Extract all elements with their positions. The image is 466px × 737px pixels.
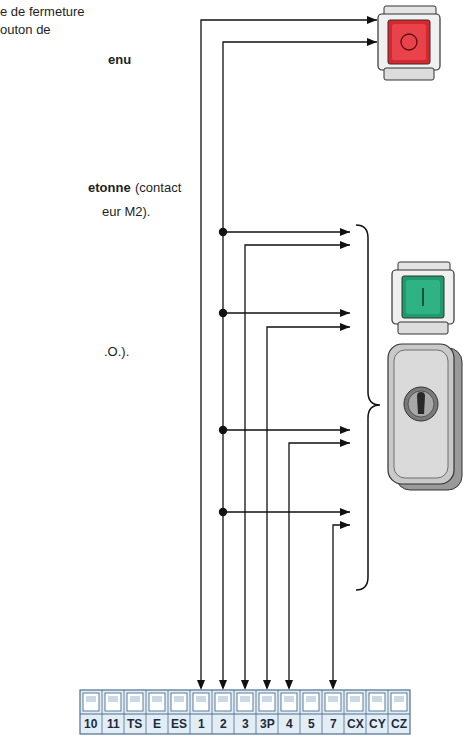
terminal-screw bbox=[105, 693, 121, 711]
terminal-screw-face bbox=[394, 696, 404, 702]
wires bbox=[201, 20, 377, 688]
terminal-screw bbox=[347, 693, 363, 711]
terminal-screw bbox=[83, 693, 99, 711]
terminal-label: CY bbox=[369, 717, 386, 731]
start-button bbox=[392, 262, 454, 334]
terminal-separator bbox=[278, 690, 279, 734]
note-text: eur M2). bbox=[102, 204, 150, 220]
wire bbox=[223, 429, 350, 430]
terminal-block bbox=[80, 690, 410, 734]
wire bbox=[245, 245, 350, 688]
terminal-screw-face bbox=[240, 696, 250, 702]
terminal-label: 7 bbox=[330, 717, 337, 731]
wire bbox=[223, 42, 377, 688]
terminal-screw bbox=[391, 693, 407, 711]
terminal-label: 2 bbox=[220, 717, 227, 731]
terminal-separator bbox=[124, 690, 125, 734]
terminal-separator bbox=[212, 690, 213, 734]
terminal-separator bbox=[300, 690, 301, 734]
terminal-label: 3 bbox=[242, 717, 249, 731]
terminal-separator bbox=[146, 690, 147, 734]
terminal-screw bbox=[237, 693, 253, 711]
terminal-screw bbox=[281, 693, 297, 711]
key-selector bbox=[388, 344, 462, 490]
terminal-screw-face bbox=[284, 696, 294, 702]
terminal-label: 5 bbox=[308, 717, 315, 731]
terminal-screw-face bbox=[306, 696, 316, 702]
terminal-screw-face bbox=[130, 696, 140, 702]
wire bbox=[201, 20, 377, 688]
terminal-screw bbox=[369, 693, 385, 711]
terminal-screw-face bbox=[174, 696, 184, 702]
terminal-screw bbox=[149, 693, 165, 711]
terminal-label: 10 bbox=[84, 717, 97, 731]
terminal-screw-face bbox=[196, 696, 206, 702]
wire bbox=[267, 327, 350, 688]
terminal-screw-face bbox=[350, 696, 360, 702]
terminal-label: ES bbox=[171, 717, 187, 731]
terminal-screw bbox=[325, 693, 341, 711]
terminal-label: 3P bbox=[260, 717, 275, 731]
terminal-label: TS bbox=[127, 717, 142, 731]
terminal-label: CX bbox=[347, 717, 364, 731]
terminal-screw-face bbox=[86, 696, 96, 702]
terminal-screw-face bbox=[218, 696, 228, 702]
stop-button bbox=[378, 6, 440, 80]
note-text: (contact bbox=[135, 180, 181, 196]
terminal-screw bbox=[193, 693, 209, 711]
terminal-separator bbox=[102, 690, 103, 734]
terminal-separator bbox=[190, 690, 191, 734]
terminal-separator bbox=[366, 690, 367, 734]
terminal-body bbox=[80, 690, 410, 734]
note-text: outon de bbox=[0, 22, 51, 38]
terminal-screw bbox=[127, 693, 143, 711]
terminal-screw-face bbox=[262, 696, 272, 702]
wire bbox=[223, 511, 350, 512]
terminal-screw-face bbox=[328, 696, 338, 702]
terminal-label: E bbox=[153, 717, 161, 731]
terminal-screw-face bbox=[152, 696, 162, 702]
terminal-screw bbox=[303, 693, 319, 711]
terminal-label: CZ bbox=[391, 717, 407, 731]
junction-dots bbox=[219, 228, 227, 516]
terminal-label: 4 bbox=[286, 717, 293, 731]
note-text: e de fermeture bbox=[0, 4, 85, 20]
terminal-screw bbox=[215, 693, 231, 711]
wire bbox=[223, 312, 350, 313]
terminal-separator bbox=[322, 690, 323, 734]
terminal-screw-face bbox=[372, 696, 382, 702]
brace bbox=[356, 225, 380, 590]
terminal-screw-face bbox=[108, 696, 118, 702]
terminal-separator bbox=[388, 690, 389, 734]
terminal-separator bbox=[256, 690, 257, 734]
terminal-separator bbox=[234, 690, 235, 734]
terminal-screw bbox=[259, 693, 275, 711]
terminal-label: 11 bbox=[107, 717, 120, 731]
wire bbox=[333, 525, 350, 688]
note-text: etonne bbox=[88, 180, 131, 196]
wire bbox=[289, 443, 350, 688]
wire bbox=[223, 231, 350, 232]
terminal-separator bbox=[168, 690, 169, 734]
terminal-divider bbox=[80, 714, 410, 715]
terminal-screw bbox=[171, 693, 187, 711]
terminal-label: 1 bbox=[198, 717, 205, 731]
terminal-arrows bbox=[197, 680, 337, 690]
terminal-separator bbox=[344, 690, 345, 734]
note-text: enu bbox=[108, 52, 131, 68]
note-text: .O.). bbox=[104, 344, 129, 360]
